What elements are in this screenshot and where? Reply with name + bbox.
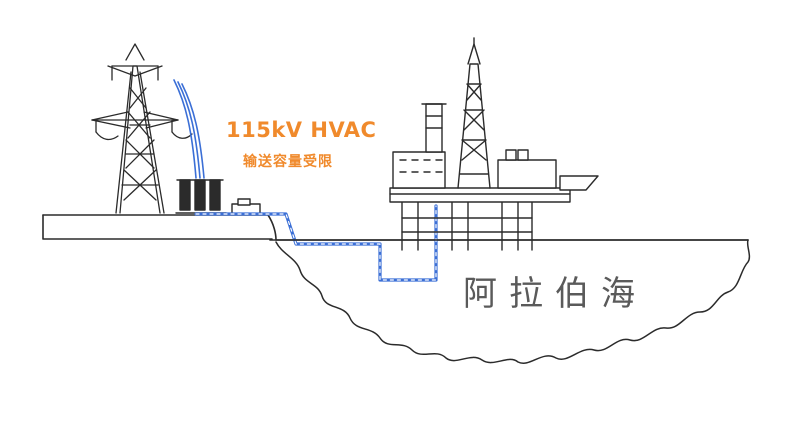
hvac-submarine-cable — [194, 204, 438, 282]
offshore-platform — [389, 37, 599, 251]
transmission-tower — [91, 43, 193, 214]
seabed-outline — [275, 239, 751, 364]
onshore-land — [42, 214, 749, 241]
voltage-label: 115kV HVAC — [226, 118, 377, 142]
capacity-limit-label: 输送容量受限 — [243, 154, 333, 170]
feeder-cable — [173, 79, 205, 179]
onshore-substation — [175, 179, 261, 215]
sea-name-label: 阿拉伯海 — [463, 274, 647, 314]
